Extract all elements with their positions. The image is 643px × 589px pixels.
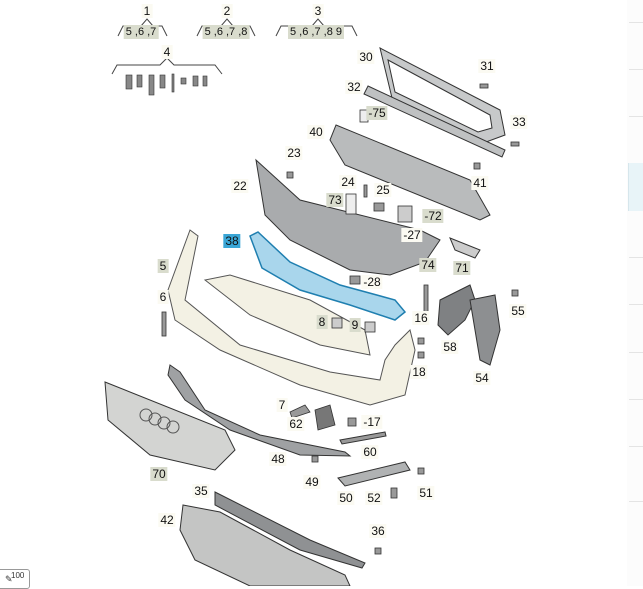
part-35-spoiler[interactable] xyxy=(214,491,366,569)
callout-5[interactable]: 5 xyxy=(157,259,169,273)
divider xyxy=(629,304,643,305)
divider xyxy=(629,399,643,400)
callout-55[interactable]: 55 xyxy=(509,304,527,318)
callout-51[interactable]: 51 xyxy=(417,486,435,500)
callout-62[interactable]: 62 xyxy=(287,417,305,431)
part-60-trim[interactable] xyxy=(339,431,387,445)
zoom-level-button[interactable]: ✎ 100 xyxy=(0,569,30,589)
callout-30[interactable]: 30 xyxy=(357,50,375,64)
callout-70[interactable]: 70 xyxy=(150,467,168,481)
group-3-items: 5 ,6 ,7 ,8 9 xyxy=(288,25,344,39)
callout-38-highlighted[interactable]: 38 xyxy=(223,234,241,248)
pencil-icon: ✎ xyxy=(5,574,13,584)
callout-60[interactable]: 60 xyxy=(361,445,379,459)
divider xyxy=(629,501,643,502)
callout-48[interactable]: 48 xyxy=(269,452,287,466)
callout-36[interactable]: 36 xyxy=(369,524,387,538)
group-2-number[interactable]: 2 xyxy=(221,4,233,18)
callout-33[interactable]: 33 xyxy=(510,115,528,129)
callout-31[interactable]: 31 xyxy=(478,59,496,73)
callout-8[interactable]: 8 xyxy=(316,315,328,329)
callout-23[interactable]: 23 xyxy=(285,146,303,160)
callout-22[interactable]: 22 xyxy=(231,179,249,193)
callout-17[interactable]: -17 xyxy=(361,415,383,429)
callout-54[interactable]: 54 xyxy=(473,371,491,385)
callout-42[interactable]: 42 xyxy=(158,513,176,527)
small-parts xyxy=(161,83,520,555)
divider xyxy=(629,352,643,353)
callout-50[interactable]: 50 xyxy=(337,491,355,505)
callout-6[interactable]: 6 xyxy=(157,290,169,304)
audi-rings-logo xyxy=(139,408,180,434)
callout-9[interactable]: 9 xyxy=(349,318,361,332)
group-2-items: 5 ,6 ,7 ,8 xyxy=(202,25,250,39)
callout-40[interactable]: 40 xyxy=(307,125,325,139)
group-1-number[interactable]: 1 xyxy=(141,4,153,18)
callout-28[interactable]: -28 xyxy=(361,275,383,289)
group-1-items: 5 ,6 ,7 xyxy=(123,25,159,39)
callout-35[interactable]: 35 xyxy=(192,484,210,498)
zoom-value: 100 xyxy=(11,571,25,580)
divider xyxy=(629,69,643,70)
callout-49[interactable]: 49 xyxy=(303,475,321,489)
callout-25[interactable]: 25 xyxy=(374,183,392,197)
part-5-bumper-cover[interactable] xyxy=(167,229,416,406)
callout-75[interactable]: -75 xyxy=(366,106,388,120)
part-70-radiator-grille[interactable] xyxy=(104,381,236,471)
callout-24[interactable]: 24 xyxy=(339,175,357,189)
callout-58[interactable]: 58 xyxy=(441,340,459,354)
part-30-frame[interactable] xyxy=(379,47,506,146)
group-4-number[interactable]: 4 xyxy=(161,45,173,59)
callout-41[interactable]: 41 xyxy=(471,176,489,190)
callout-27[interactable]: -27 xyxy=(401,228,423,242)
callout-7[interactable]: 7 xyxy=(276,398,288,412)
callout-18[interactable]: 18 xyxy=(410,365,428,379)
part-50-trim[interactable] xyxy=(337,461,411,487)
divider xyxy=(629,116,643,117)
callout-71[interactable]: 71 xyxy=(453,261,471,275)
part-48-trim-strip[interactable] xyxy=(167,364,352,457)
part-22-lock-carrier[interactable] xyxy=(255,158,441,276)
part-38-impact-absorber[interactable] xyxy=(249,231,407,321)
callout-32[interactable]: 32 xyxy=(345,80,363,94)
callout-72[interactable]: -72 xyxy=(422,209,444,223)
thumbnail-strip[interactable] xyxy=(627,0,643,586)
part-32-strip[interactable] xyxy=(363,85,506,158)
callout-52[interactable]: 52 xyxy=(365,491,383,505)
callout-74[interactable]: 74 xyxy=(419,258,437,272)
part-42-underbody-guard[interactable] xyxy=(179,504,351,586)
fastener-set-icon xyxy=(125,73,208,96)
selected-thumbnail[interactable] xyxy=(628,163,643,211)
part-71-bracket[interactable] xyxy=(449,237,481,259)
divider xyxy=(629,257,643,258)
part-58-bracket[interactable] xyxy=(437,284,476,336)
callout-16[interactable]: 16 xyxy=(412,311,430,325)
divider xyxy=(629,22,643,23)
part-54-bracket[interactable] xyxy=(469,294,501,366)
callout-73[interactable]: 73 xyxy=(326,193,344,207)
divider xyxy=(629,446,643,447)
group-3-number[interactable]: 3 xyxy=(312,4,324,18)
part-40-carrier[interactable] xyxy=(329,124,491,221)
